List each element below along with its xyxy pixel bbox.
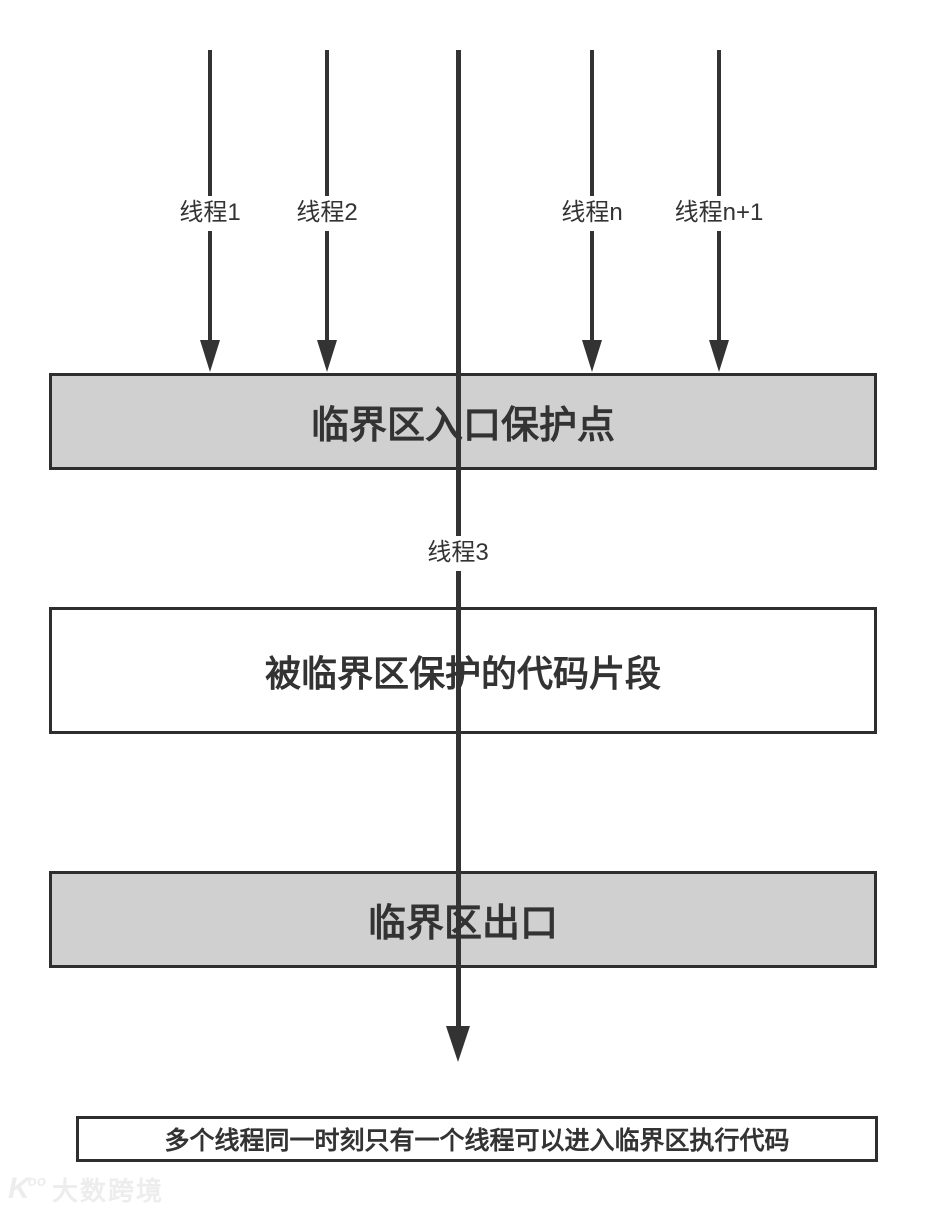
watermark-brand-text: 大数跨境 <box>52 1176 165 1206</box>
thread3-arrowhead-icon <box>446 1026 470 1062</box>
thread1-arrowhead-icon <box>200 340 220 372</box>
thread-n-label: 线程n <box>555 196 629 231</box>
thread-n1-label: 线程n+1 <box>668 196 770 231</box>
watermark-logo-icon: Koo <box>8 1172 46 1205</box>
critical-section-entry-box: 临界区入口保护点 <box>49 373 877 470</box>
critical-section-exit-box: 临界区出口 <box>49 871 877 968</box>
thread3-label: 线程3 <box>421 536 495 571</box>
code-box-label: 被临界区保护的代码片段 <box>264 652 661 694</box>
thread-n1-arrow-line <box>717 50 721 340</box>
note-box: 多个线程同一时刻只有一个线程可以进入临界区执行代码 <box>76 1116 878 1162</box>
thread2-label: 线程2 <box>290 196 364 231</box>
thread-n-arrow-line <box>590 50 594 340</box>
entry-box-label: 临界区入口保护点 <box>310 405 615 447</box>
exit-box-label: 临界区出口 <box>367 903 558 945</box>
thread2-arrow-line <box>325 50 329 340</box>
protected-code-box: 被临界区保护的代码片段 <box>49 607 877 734</box>
thread1-label: 线程1 <box>173 196 247 231</box>
note-box-label: 多个线程同一时刻只有一个线程可以进入临界区执行代码 <box>164 1127 790 1155</box>
thread-n-arrowhead-icon <box>582 340 602 372</box>
thread1-arrow-line <box>208 50 212 340</box>
watermark: Koo 大数跨境 <box>8 1172 165 1206</box>
thread-n1-arrowhead-icon <box>709 340 729 372</box>
thread2-arrowhead-icon <box>317 340 337 372</box>
